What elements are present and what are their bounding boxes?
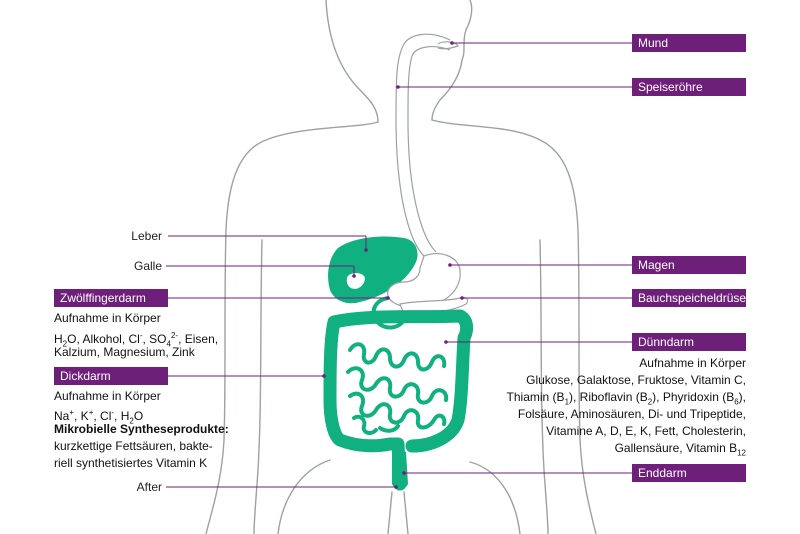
superscript: 2- bbox=[170, 331, 179, 340]
label-after: After bbox=[136, 480, 162, 494]
superscript: - bbox=[111, 408, 115, 417]
zwoelffingerdarm-absorption-line1: H2O, Alkohol, Cl-, SO42-, Eisen, bbox=[54, 327, 218, 352]
duenndarm-absorption-line1: Glukose, Galaktose, Fruktose, Vitamin C, bbox=[526, 373, 746, 387]
subscript: 1 bbox=[564, 397, 570, 407]
label-galle: Galle bbox=[133, 259, 162, 273]
rectum-organ bbox=[392, 452, 408, 489]
text-part: Na bbox=[54, 409, 70, 423]
large-intestine-organ bbox=[323, 309, 474, 491]
label-leber: Leber bbox=[131, 229, 162, 243]
text-part: ), Phyridoxin (B bbox=[652, 390, 735, 404]
text-part: ), bbox=[738, 390, 746, 404]
text-part: H bbox=[54, 332, 63, 346]
label-zwoelffingerdarm: Zwölffingerdarm bbox=[54, 289, 168, 307]
subscript: 4 bbox=[166, 339, 171, 349]
subscript: 6 bbox=[734, 397, 739, 407]
zwoelffingerdarm-absorption-line2: Kalzium, Magnesium, Zink bbox=[54, 345, 195, 359]
label-dickdarm: Dickdarm bbox=[54, 367, 168, 385]
body-outline bbox=[205, 0, 597, 534]
superscript: + bbox=[88, 408, 94, 417]
dickdarm-absorption-heading: Aufnahme in Körper bbox=[54, 389, 161, 403]
subscript: 2 bbox=[647, 397, 653, 407]
duenndarm-absorption-line5: Gallensäure, Vitamin B12 bbox=[615, 440, 746, 461]
dickdarm-absorption-line1: Na+, K+, Cl-, H2O bbox=[54, 404, 143, 429]
text-part: O bbox=[133, 409, 144, 423]
leader-dots bbox=[322, 41, 464, 489]
text-part: , Cl bbox=[93, 409, 112, 423]
esophagus-tube bbox=[395, 33, 459, 257]
duenndarm-absorption-line3: Folsäure, Aminosäuren, Di- und Tripeptid… bbox=[517, 407, 746, 421]
label-speiseroehre: Speiseröhre bbox=[632, 78, 746, 96]
dickdarm-microbial-line1: kurzkettige Fettsäuren, bakte- bbox=[54, 439, 213, 453]
superscript: - bbox=[139, 331, 143, 340]
label-duenndarm: Dünndarm bbox=[632, 333, 746, 351]
text-part: , Eisen, bbox=[178, 332, 219, 346]
text-part: , K bbox=[74, 409, 89, 423]
gallbladder-organ bbox=[343, 270, 368, 292]
superscript: + bbox=[69, 408, 75, 417]
text-part: , SO bbox=[142, 332, 167, 346]
small-intestine-organ bbox=[346, 342, 449, 435]
duenndarm-absorption-heading: Aufnahme in Körper bbox=[639, 356, 746, 370]
dickdarm-microbial-heading: Mikrobielle Syntheseprodukte: bbox=[54, 422, 229, 436]
text-part: , H bbox=[114, 409, 130, 423]
text-part: Gallensäure, Vitamin B bbox=[614, 441, 738, 455]
dickdarm-microbial-line2: riell synthetisiertes Vitamin K bbox=[54, 456, 208, 470]
text-part: Thiamin (B bbox=[506, 390, 565, 404]
leader-lines bbox=[166, 42, 636, 488]
subscript: 12 bbox=[737, 448, 746, 458]
label-bauchspeicheldruese: Bauchspeicheldrüse bbox=[632, 289, 746, 307]
text-part: O, Alkohol, Cl bbox=[67, 332, 140, 346]
label-magen: Magen bbox=[632, 256, 746, 274]
duenndarm-absorption-line2: Thiamin (B1), Riboflavin (B2), Phyridoxi… bbox=[507, 389, 746, 410]
subscript: 2 bbox=[62, 339, 68, 349]
subscript: 2 bbox=[129, 416, 134, 426]
duenndarm-absorption-line4: Vitamine A, D, E, K, Fett, Cholesterin, bbox=[546, 424, 746, 438]
label-mund: Mund bbox=[632, 34, 746, 52]
text-part: ), Riboflavin (B bbox=[569, 390, 648, 404]
zwoelffingerdarm-absorption-heading: Aufnahme in Körper bbox=[54, 311, 161, 325]
label-enddarm: Enddarm bbox=[632, 464, 746, 482]
